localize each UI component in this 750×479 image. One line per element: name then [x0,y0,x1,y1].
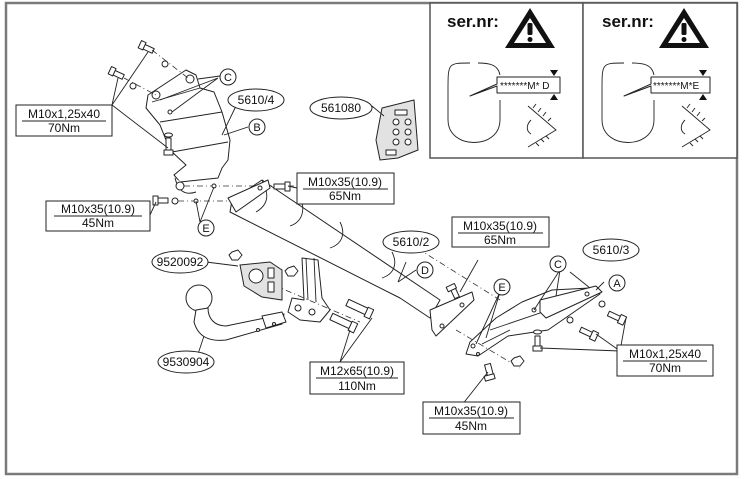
spec-label-mid-left: M10x35(10.9) 45Nm [45,200,151,232]
part-label-5610-2: 5610/2 [382,230,440,254]
part-number: 5610/2 [393,235,430,249]
serial-plate: *******M* D [469,76,561,97]
callout-c-right: C [549,255,567,273]
svg-text:E: E [202,223,209,235]
part-label-561080: 561080 [309,96,373,120]
spec-label-bottom-right: M10x1,25x40 70Nm [616,344,714,377]
part-number: 9530904 [163,355,210,369]
bolt-torque: 110Nm [338,379,376,393]
part-label-5610-4: 5610/4 [227,88,285,112]
bolt-mid-left [152,195,179,206]
warning-triangle-icon [505,8,555,48]
bolt-top-left-2 [107,66,125,80]
bolt-crossbar-right [445,282,460,300]
bolt-size: M10x1,25x40 [629,347,701,361]
tow-ball [185,284,287,341]
diagram-frame [4,1,739,476]
bolt-size: M10x35(10.9) [434,404,508,418]
inset-panel-d: ser.nr: *******M* D [429,2,584,159]
assembly-axis [123,49,189,96]
part-number: 561080 [321,101,361,115]
spec-label-mid-center: M10x35(10.9) 65Nm [296,172,395,205]
bolt-kit-bag [375,99,419,161]
spec-label-top-left: M10x1,25x40 70Nm [15,104,113,137]
callout-e-right: E [493,278,511,296]
part-number: 5610/4 [238,93,275,107]
washer [129,82,137,90]
bolt-top-left-1 [137,40,155,54]
serial-plate: *******M*E [623,76,711,97]
marker-top-icon [699,70,707,76]
bolt-size: M12x65(10.9) [320,364,394,378]
svg-text:C: C [224,72,232,84]
leader-lines [111,51,627,411]
ball-mount-bracket [287,257,331,323]
washer [161,60,169,68]
bolt-right-2 [566,316,600,342]
bolt-m12-2 [345,298,375,320]
callout-d-center: D [416,261,434,279]
bolt-torque: 45Nm [455,419,487,433]
assembly-axis [419,249,521,369]
svg-text:A: A [613,278,621,290]
eye-icon [680,103,711,148]
serial-heading: ser.nr: [447,12,499,31]
bolt-torque: 65Nm [484,233,516,247]
bolt-vertical-right [532,329,543,352]
marker-top-icon [550,70,558,76]
nut [228,249,243,261]
callout-a-right: A [608,274,626,292]
bolt-torque: 45Nm [82,216,114,230]
bolt-torque: 70Nm [649,361,681,375]
part-number: 5610/3 [593,243,630,257]
spec-label-bottom-center: M12x65(10.9) 110Nm [309,361,405,395]
bolt-size: M10x35(10.9) [463,219,537,233]
nut-bottom [510,355,525,367]
bolt-right-1 [598,300,628,326]
nut [284,265,299,277]
tow-ball-outline [601,62,655,143]
right-bracket [465,285,603,357]
serial-text: *******M*E [653,81,699,92]
marker-bottom-icon [550,94,558,100]
callout-b-left: B [248,118,266,136]
bolt-size: M10x35(10.9) [61,202,135,216]
bolt-vertical [163,132,174,156]
bolt-size: M10x1,25x40 [28,107,100,121]
svg-text:E: E [498,282,505,294]
crossbar [227,179,475,337]
spec-label-bottom: M10x35(10.9) 45Nm [422,401,521,435]
part-label-5610-3: 5610/3 [582,238,640,262]
serial-text: *******M* D [500,81,549,92]
spec-label-right-upper: M10x35(10.9) 65Nm [451,216,550,248]
bolt-m12-1 [329,312,359,334]
bolt-bottom [476,352,496,382]
part-label-9530904: 9530904 [157,350,215,374]
callout-c-left: C [219,68,237,86]
socket-plate [228,249,283,301]
bolt-torque: 70Nm [48,121,80,135]
eye-icon [526,103,557,148]
bolt-torque: 65Nm [329,189,361,203]
svg-text:C: C [554,259,562,271]
serial-heading: ser.nr: [602,12,654,31]
part-number: 9520092 [157,255,204,269]
callout-e-left: E [197,219,215,237]
tow-ball-outline [447,62,501,143]
svg-text:D: D [421,265,429,277]
inset-panel-e: ser.nr: *******M*E [582,2,738,159]
marker-bottom-icon [699,94,707,100]
bolt-size: M10x35(10.9) [308,175,382,189]
svg-text:B: B [253,122,260,134]
part-label-9520092: 9520092 [151,250,209,274]
warning-triangle-icon [659,8,709,48]
left-bracket [145,69,231,194]
